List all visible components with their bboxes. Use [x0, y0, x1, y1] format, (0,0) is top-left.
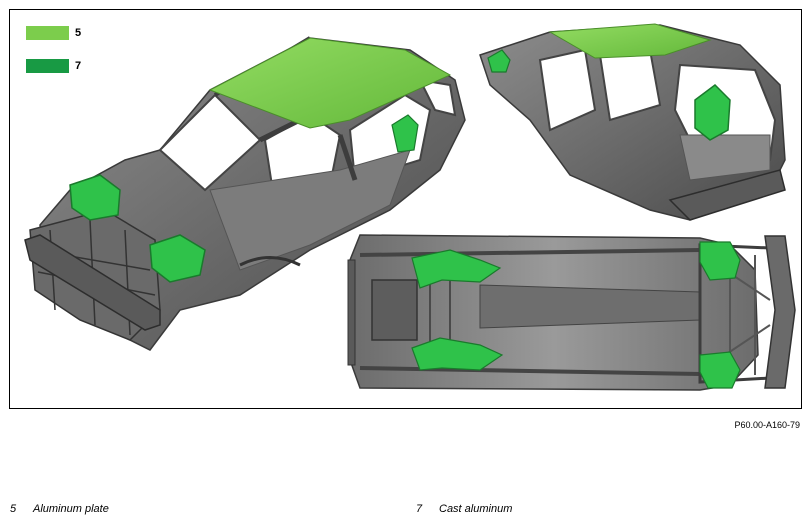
caption-label: Cast aluminum — [439, 503, 513, 515]
caption-number: 5 — [10, 503, 17, 515]
legend-number: 5 — [75, 27, 82, 39]
front-left-tower-cast-aluminum — [699, 241, 741, 281]
underbody-front-bumper-beam — [764, 235, 796, 389]
legend: 5 7 — [26, 26, 81, 92]
rear-roof-panel-aluminum-plate — [548, 23, 712, 59]
interior-floor — [209, 149, 411, 271]
body-in-white-illustration — [24, 23, 796, 391]
caption-aluminum-plate: 5 Aluminum plate — [10, 503, 109, 515]
legend-number: 7 — [75, 60, 82, 72]
legend-swatch-5 — [26, 26, 69, 40]
front-wheel-arch — [239, 256, 301, 267]
caption-label: Aluminum plate — [33, 503, 109, 515]
legend-item-cast-aluminum: 7 — [26, 59, 81, 73]
front-three-quarter-view — [24, 36, 466, 351]
shock-tower-left-cast-aluminum — [69, 174, 121, 221]
roof-panel-aluminum-plate — [208, 37, 452, 129]
rear-three-quarter-view — [479, 23, 786, 221]
underbody-rear-bumper-beam — [347, 259, 356, 366]
legend-swatch-7 — [26, 59, 69, 73]
rear-left-node-cast-aluminum — [411, 249, 502, 289]
legend-item-aluminum-plate: 5 — [26, 26, 81, 40]
center-tunnel — [479, 284, 701, 329]
quarter-window-opening — [418, 78, 457, 117]
figure-frame: 5 7 — [9, 9, 802, 409]
figure-reference-code: P60.00-A160-79 — [734, 420, 800, 430]
cargo-floor — [679, 134, 771, 181]
front-bumper-beam — [24, 234, 161, 331]
rear-bumper — [668, 169, 786, 221]
rear-spare-well — [371, 279, 418, 341]
rear-side-opening-1 — [538, 48, 597, 132]
rear-right-node-cast-aluminum — [411, 337, 504, 371]
rear-strut-tower-cast-aluminum — [694, 84, 731, 141]
underbody-bottom-view — [347, 234, 796, 391]
shock-tower-right-cast-aluminum — [149, 234, 206, 283]
caption-cast-aluminum: 7 Cast aluminum — [416, 503, 512, 515]
front-right-tower-cast-aluminum — [699, 351, 741, 389]
caption-number: 7 — [416, 503, 423, 515]
rear-strut-mount-cast-aluminum — [391, 114, 419, 153]
front-strut-tower-cast-aluminum-rear-view — [487, 49, 511, 73]
